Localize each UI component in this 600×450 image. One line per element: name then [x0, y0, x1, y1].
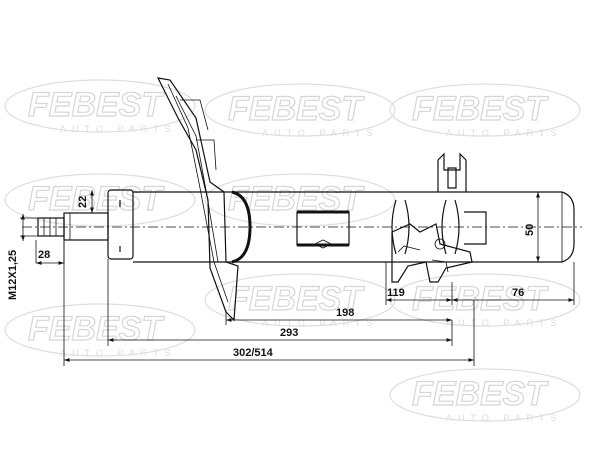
top-cap	[107, 189, 134, 260]
strut-body	[22, 189, 582, 264]
watermark-sub: AUTO PARTS	[446, 128, 563, 138]
watermark-1: FEBEST AUTO PARTS	[4, 79, 196, 134]
dim-198: 198	[225, 307, 452, 325]
dim-119-76: 119 76	[385, 262, 575, 305]
watermark-brand: FEBEST	[412, 375, 549, 413]
knuckle-bracket	[391, 152, 487, 283]
dim-293: 293	[107, 259, 453, 346]
watermark-sub: AUTO PARTS	[262, 318, 379, 328]
cylinder	[133, 191, 575, 263]
dim-50: 50	[524, 192, 540, 262]
watermark-brand: FEBEST	[28, 310, 165, 348]
dim-76-label: 76	[512, 287, 524, 299]
watermark-2: FEBEST AUTO PARTS	[204, 83, 396, 138]
watermark-brand: FEBEST	[228, 280, 365, 318]
ring-mark	[391, 199, 410, 255]
watermark-sub: AUTO PARTS	[262, 128, 379, 138]
watermark-sub: AUTO PARTS	[60, 124, 177, 134]
spring-plate	[156, 77, 239, 322]
watermark-sub: AUTO PARTS	[446, 318, 563, 328]
watermark-5: FEBEST AUTO PARTS	[204, 273, 396, 328]
watermark-sub: AUTO PARTS	[60, 348, 177, 358]
dim-22: 22	[77, 190, 94, 213]
dim-302-label: 302/514	[233, 347, 274, 359]
watermark-brand: FEBEST	[28, 86, 165, 124]
watermark-8: FEBEST AUTO PARTS	[389, 368, 581, 423]
dim-293-label: 293	[280, 327, 298, 339]
watermark-layer: FEBEST AUTO PARTS FEBEST AUTO PARTS FEBE…	[4, 79, 581, 423]
dim-thread: M12X1,25	[7, 214, 38, 300]
dim-thread-label: M12X1,25	[7, 250, 19, 300]
watermark-brand: FEBEST	[28, 180, 165, 218]
dim-302-514: 302/514	[63, 240, 475, 366]
watermark-7: FEBEST AUTO PARTS	[4, 303, 196, 358]
watermark-3: FEBEST AUTO PARTS	[389, 83, 581, 138]
watermark-brand: FEBEST	[412, 90, 549, 128]
watermark-brand: FEBEST	[228, 90, 365, 128]
watermark-4: FEBEST	[4, 173, 196, 227]
dim-119-label: 119	[387, 287, 405, 299]
ring-mark	[441, 199, 460, 255]
spring-seat	[231, 190, 252, 264]
dim-28-label: 28	[38, 249, 50, 261]
watermark-sub: AUTO PARTS	[446, 413, 563, 423]
watermark-brand: FEBEST	[412, 280, 549, 318]
dim-198-label: 198	[336, 307, 354, 319]
watermark-9: FEBEST	[204, 173, 396, 227]
dim-22-label: 22	[77, 196, 89, 208]
dim-50-label: 50	[524, 224, 536, 236]
dim-28: 28	[35, 240, 65, 265]
